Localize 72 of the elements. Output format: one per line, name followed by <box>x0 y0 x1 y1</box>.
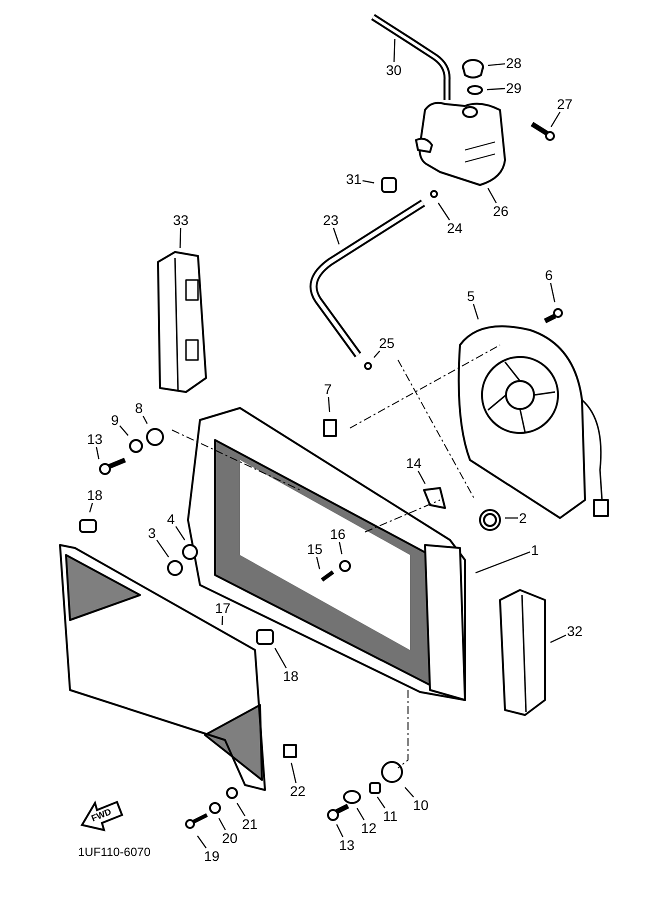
leader-line <box>404 787 414 798</box>
callout-number: 23 <box>322 212 340 228</box>
leader-line <box>488 63 506 66</box>
callout-number: 14 <box>405 455 423 471</box>
callout-number: 31 <box>345 171 363 187</box>
direction-label: FWD <box>90 806 113 824</box>
leader-line <box>356 808 365 820</box>
callout-number: 7 <box>323 381 333 397</box>
leader-line <box>505 517 518 519</box>
callout-number: 11 <box>382 808 399 824</box>
leader-line <box>290 762 297 784</box>
callout-number: 8 <box>134 400 144 416</box>
leader-line <box>374 350 380 358</box>
callout-number: 13 <box>338 837 356 853</box>
leader-line <box>222 616 224 626</box>
leader-line <box>475 551 530 574</box>
callout-number: 3 <box>147 525 157 541</box>
callout-number: 33 <box>172 212 190 228</box>
leader-line <box>362 180 374 184</box>
callout-number: 17 <box>214 600 232 616</box>
callout-number: 18 <box>282 668 300 684</box>
leader-line <box>274 648 287 668</box>
leader-line <box>89 502 93 512</box>
callout-number: 15 <box>306 541 324 557</box>
callout-number: 16 <box>329 526 347 542</box>
callout-number: 6 <box>544 267 554 283</box>
leader-line <box>180 228 182 248</box>
leader-line <box>218 818 226 830</box>
callout-number: 12 <box>360 820 378 836</box>
leader-line <box>197 836 207 848</box>
callout-number: 10 <box>412 797 430 813</box>
leader-line <box>236 802 246 816</box>
leader-line <box>418 470 426 484</box>
leader-line <box>338 542 342 554</box>
leader-line <box>393 38 396 62</box>
leader-line <box>550 634 566 643</box>
callout-number: 25 <box>378 335 396 351</box>
callout-number: 4 <box>166 511 176 527</box>
leader-line <box>486 88 506 90</box>
callout-number: 28 <box>505 55 523 71</box>
callout-number: 22 <box>289 783 307 799</box>
leader-line <box>472 304 479 320</box>
leader-line <box>376 796 386 808</box>
callout-number: 27 <box>556 96 574 112</box>
callout-number: 5 <box>466 288 476 304</box>
callout-number: 21 <box>241 816 259 832</box>
leader-line <box>550 112 560 128</box>
callout-number: 26 <box>492 203 510 219</box>
callout-number: 18 <box>86 487 104 503</box>
leader-line <box>175 526 186 540</box>
leader-line <box>332 228 340 245</box>
leader-line <box>316 556 320 570</box>
leader-line <box>96 446 100 460</box>
callout-number: 30 <box>385 62 403 78</box>
leader-line <box>328 396 330 412</box>
callout-number: 9 <box>110 412 120 428</box>
leader-line <box>487 188 497 204</box>
callout-number: 20 <box>221 830 239 846</box>
callout-number: 1 <box>530 542 540 558</box>
leader-line <box>336 824 344 838</box>
drawing-number: 1UF110-6070 <box>78 845 150 859</box>
leader-line <box>142 416 148 424</box>
callout-number: 29 <box>505 80 523 96</box>
callout-number: 32 <box>566 623 584 639</box>
leader-line <box>438 202 450 220</box>
leader-line <box>119 425 129 436</box>
callout-number: 13 <box>86 431 104 447</box>
callout-number: 2 <box>518 510 528 526</box>
callout-number: 24 <box>446 220 464 236</box>
leader-line <box>550 282 556 302</box>
callout-number: 19 <box>203 848 221 864</box>
leader-line <box>156 540 170 558</box>
